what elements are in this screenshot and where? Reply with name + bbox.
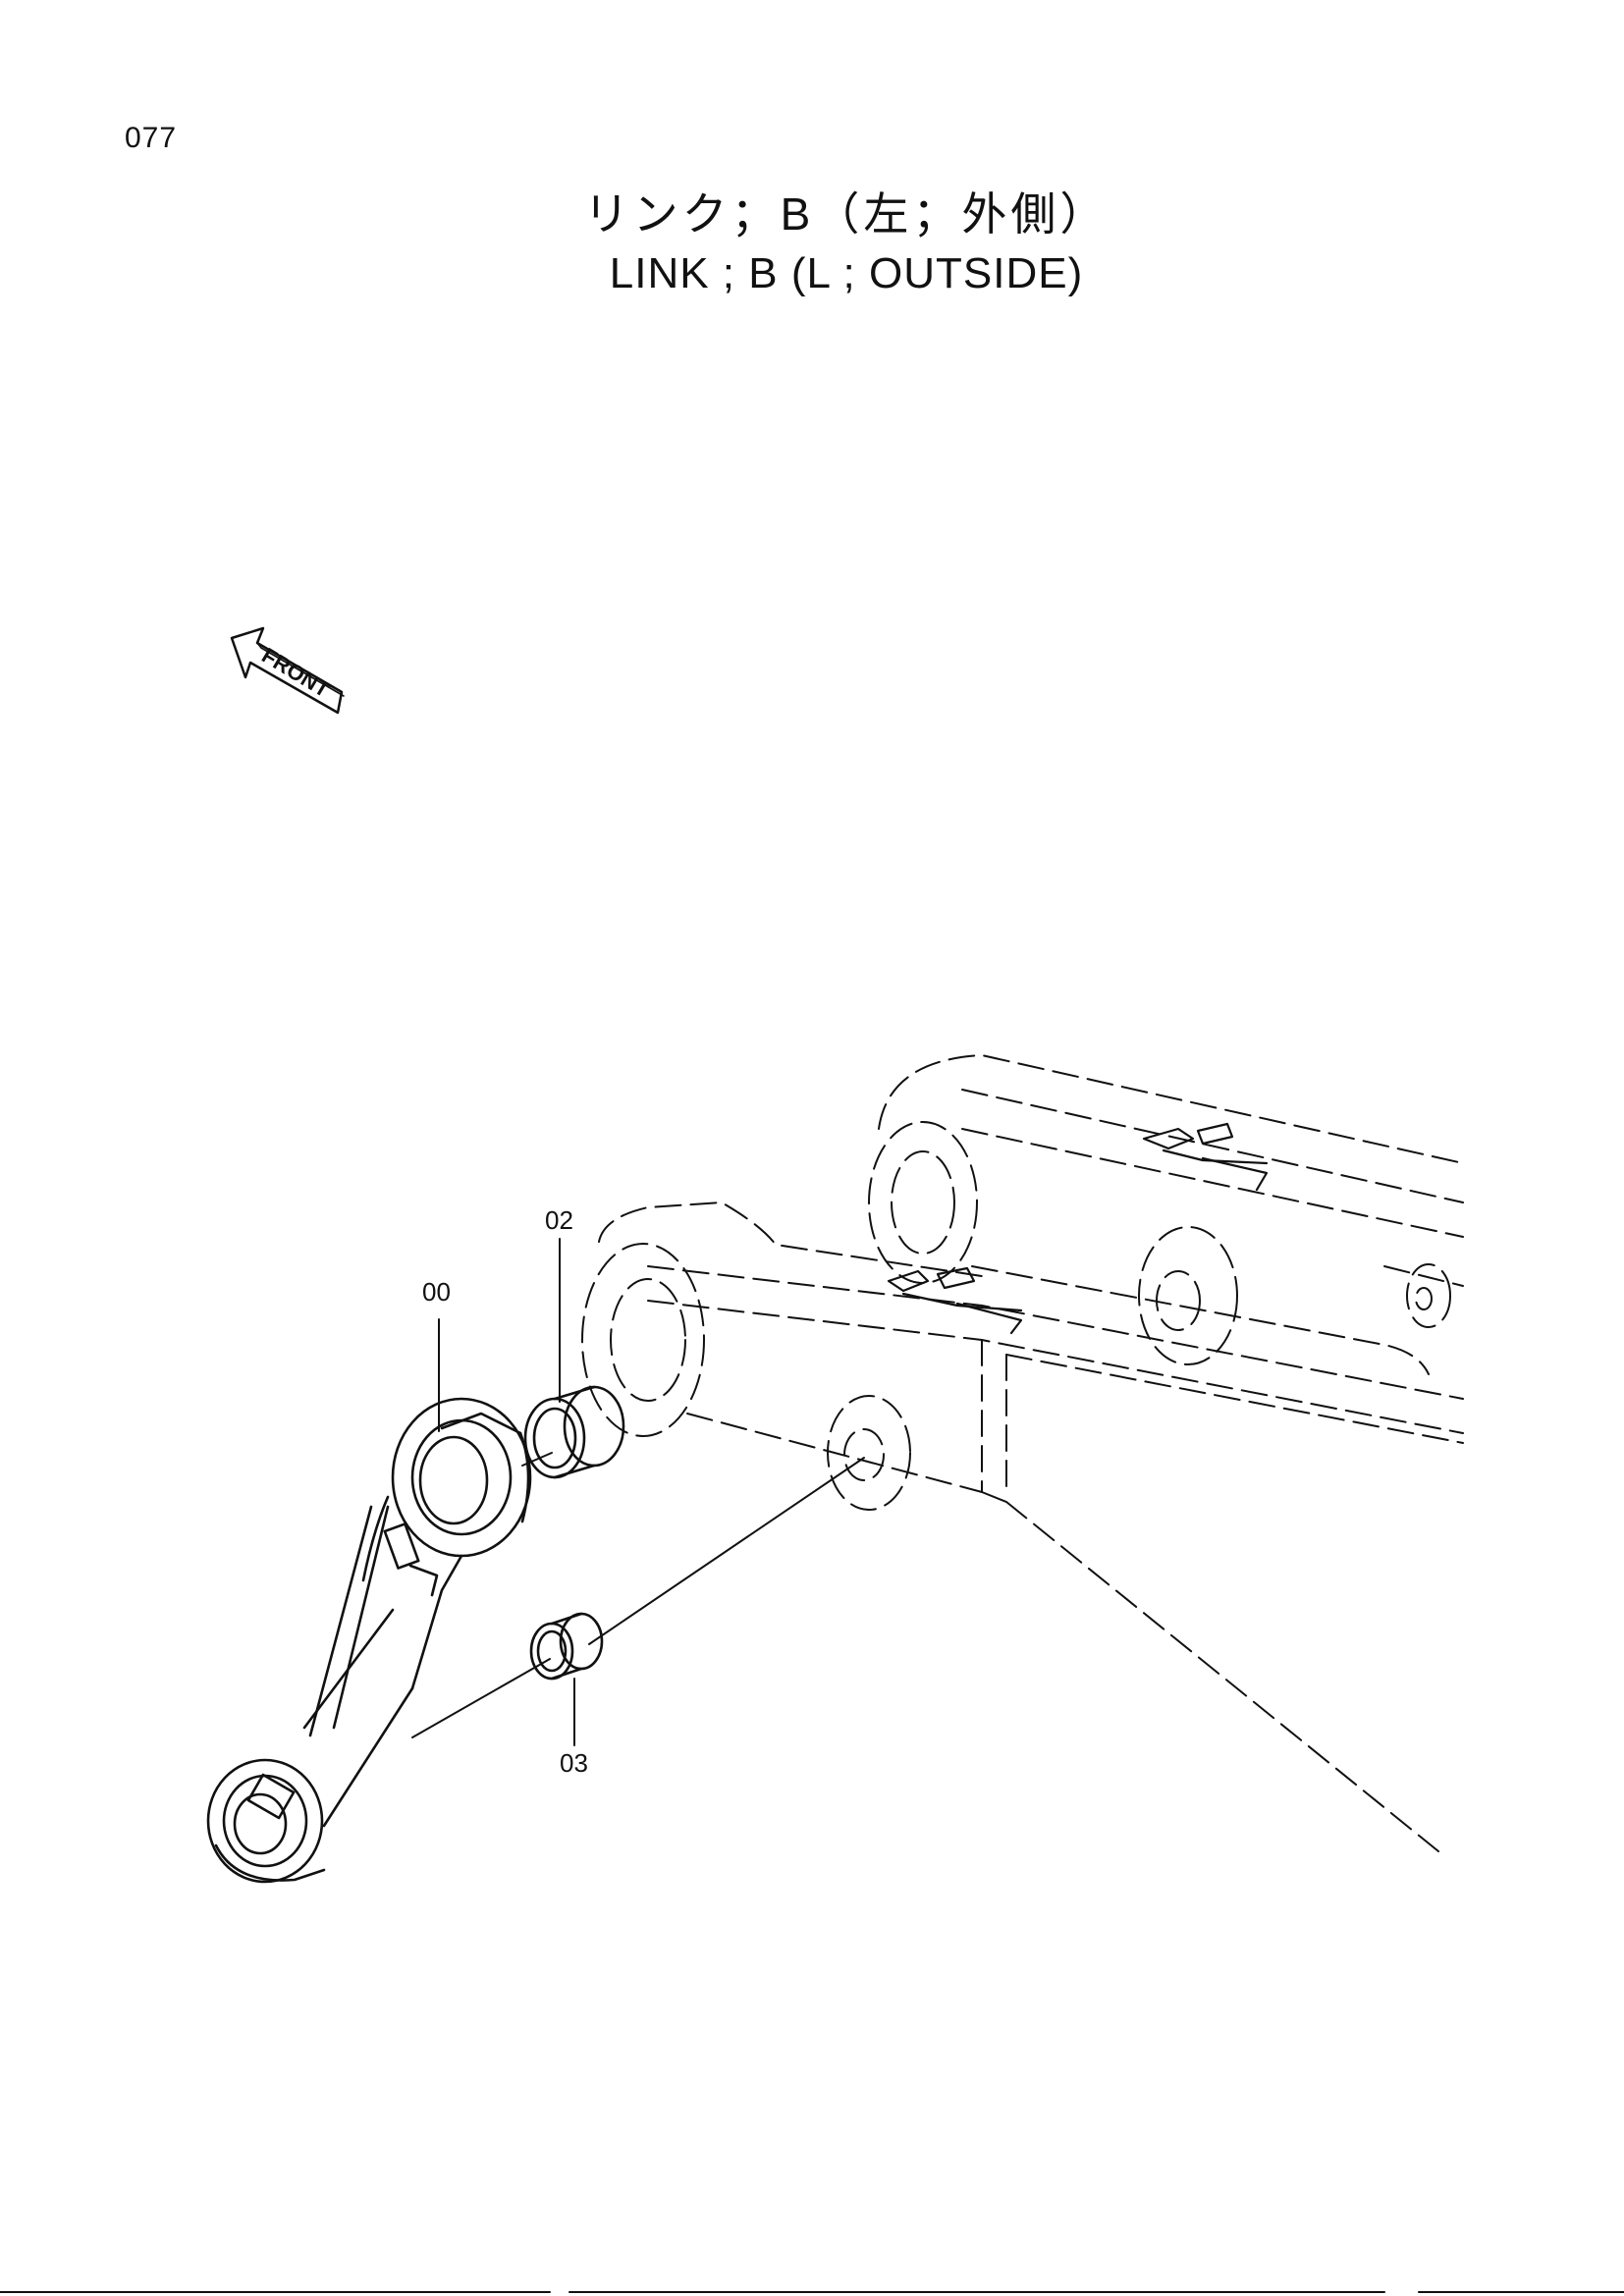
front-bracket-phantom — [887, 1266, 1023, 1335]
front-frame-phantom — [581, 1201, 1464, 1856]
callout-02: 02 — [545, 1205, 573, 1235]
rear-frame-phantom — [868, 1054, 1464, 1375]
title-block: リンク；B（左；外側） LINK ; B (L ; OUTSIDE) — [0, 185, 1624, 304]
assembly-lines — [411, 1452, 865, 1738]
callout-00: 00 — [422, 1277, 451, 1307]
page-number: 077 — [125, 122, 178, 154]
rear-bracket-phantom — [1142, 1122, 1269, 1192]
leader-lines — [438, 1238, 575, 1746]
link-part-00 — [206, 1397, 532, 1884]
bushing-part-02 — [523, 1385, 625, 1479]
bushing-part-03 — [529, 1612, 604, 1681]
title-japanese: リンク；B（左；外側） — [583, 188, 1110, 240]
front-arrow-icon: FRONT — [230, 626, 345, 715]
title-english: LINK ; B (L ; OUTSIDE) — [609, 249, 1084, 297]
callout-03: 03 — [560, 1748, 588, 1778]
